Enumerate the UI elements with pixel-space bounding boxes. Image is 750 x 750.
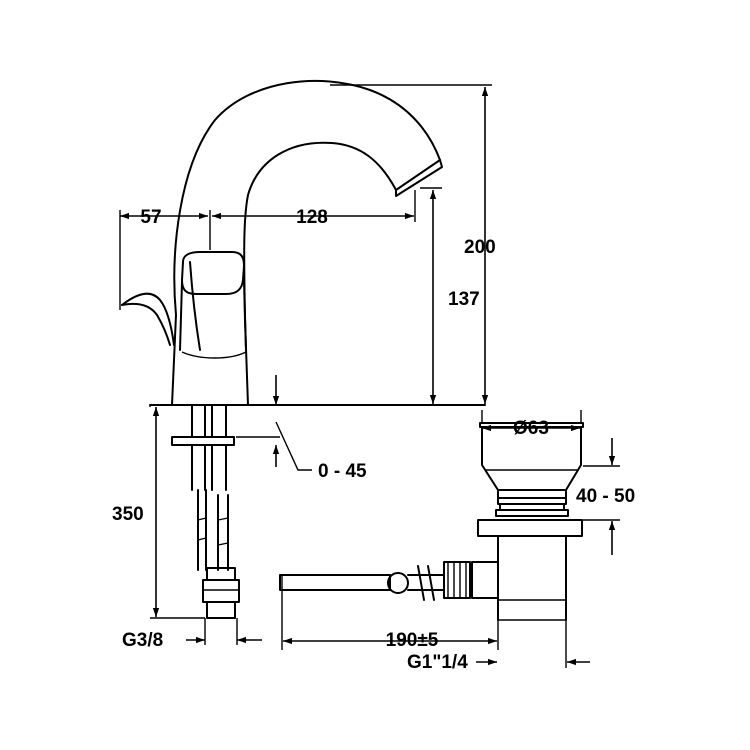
dim-57-label: 57 (140, 207, 161, 228)
dim-40-50-label: 40 - 50 (576, 486, 635, 507)
thread-g1-1-4-label: G1"1/4 (407, 652, 468, 673)
dim-128-label: 128 (296, 207, 328, 228)
dim-diameter-63-label: Ø63 (513, 418, 549, 439)
dim-137-label: 137 (448, 289, 480, 310)
dimension-labels: 57 128 137 200 0 - 45 350 G3/8 Ø63 40 - … (112, 207, 635, 673)
thread-g38-label: G3/8 (122, 630, 163, 651)
dim-190-label: 190±5 (386, 630, 439, 651)
dim-200-label: 200 (464, 237, 496, 258)
dim-350-label: 350 (112, 504, 144, 525)
waste-assembly (279, 422, 584, 650)
supply-hoses (171, 404, 240, 619)
faucet-body (121, 79, 486, 406)
dim-0-45-label: 0 - 45 (318, 461, 367, 482)
dimension-lines (119, 84, 620, 668)
